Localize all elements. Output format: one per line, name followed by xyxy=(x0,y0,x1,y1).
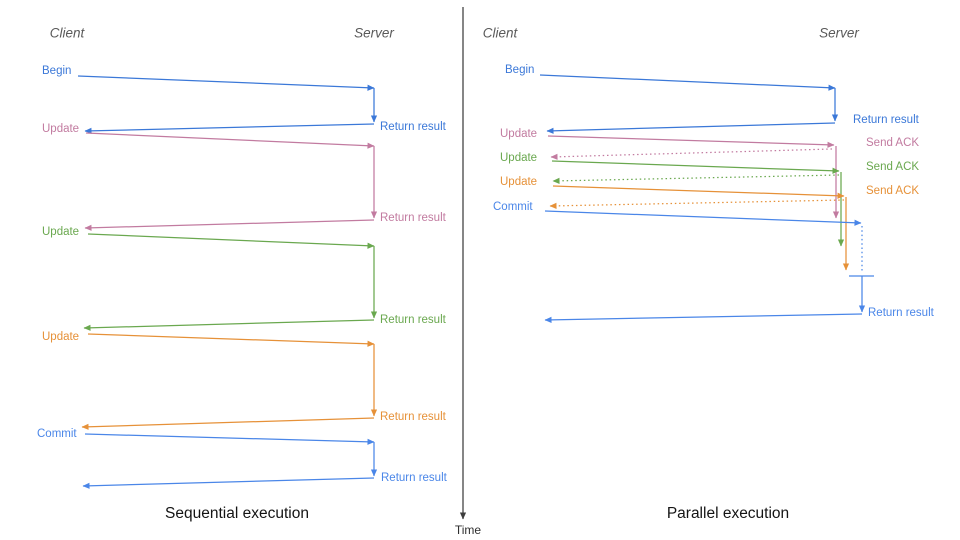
seq-return-result-2-label: Return result xyxy=(380,212,447,224)
right-client-header: Client xyxy=(482,25,518,41)
par-send-ack-2-label: Send ACK xyxy=(866,161,919,173)
par-send-ack-1-label: Send ACK xyxy=(866,137,919,149)
par-update-2-label: Update xyxy=(500,152,537,164)
seq-return-result-5-label: Return result xyxy=(381,472,448,484)
par-update-3-request-line xyxy=(552,185,845,199)
seq-commit-response-line xyxy=(82,477,375,489)
seq-update-1-label: Update xyxy=(42,123,79,135)
seq-update-3-response-line xyxy=(81,417,375,430)
time-axis-label: Time xyxy=(454,523,482,537)
left-client-header: Client xyxy=(49,25,85,41)
seq-begin-request-line xyxy=(77,75,375,91)
seq-commit-request-line xyxy=(84,433,375,445)
par-begin-request-line xyxy=(539,74,836,91)
seq-update-2-request-line xyxy=(87,233,375,249)
par-commit-response-line xyxy=(544,313,863,323)
par-commit-label: Commit xyxy=(493,201,533,213)
seq-update-3-label: Update xyxy=(42,331,79,343)
seq-update-3-request-line xyxy=(87,333,375,347)
seq-update-1-response-line xyxy=(84,219,375,231)
seq-begin-label: Begin xyxy=(42,65,71,77)
par-send-ack-3-label: Send ACK xyxy=(866,185,919,197)
par-return-result-top-label: Return result xyxy=(853,114,920,126)
seq-update-2-response-line xyxy=(83,319,375,331)
par-commit-request-line xyxy=(544,210,862,226)
seq-update-2-label: Update xyxy=(42,226,79,238)
par-update-1-label: Update xyxy=(500,128,537,140)
parallel-execution-title: Parallel execution xyxy=(666,505,790,522)
par-begin-response-line xyxy=(546,122,836,134)
par-return-result-bottom-label: Return result xyxy=(868,307,935,319)
seq-return-result-1-label: Return result xyxy=(380,121,447,133)
par-update-2-request-line xyxy=(551,160,840,174)
par-update-3-label: Update xyxy=(500,176,537,188)
par-update-2-ack-line xyxy=(552,174,840,184)
left-server-header: Server xyxy=(354,25,394,41)
par-update-3-ack-line xyxy=(549,199,845,209)
seq-return-result-3-label: Return result xyxy=(380,314,447,326)
sequential-execution-title: Sequential execution xyxy=(165,505,309,522)
seq-update-1-request-line xyxy=(85,132,375,149)
right-server-header: Server xyxy=(819,25,859,41)
par-update-1-request-line xyxy=(547,135,835,148)
seq-return-result-4-label: Return result xyxy=(380,411,447,423)
seq-commit-label: Commit xyxy=(37,428,77,440)
seq-begin-response-line xyxy=(84,123,375,134)
par-update-1-ack-line xyxy=(550,148,833,160)
par-begin-label: Begin xyxy=(505,64,534,76)
